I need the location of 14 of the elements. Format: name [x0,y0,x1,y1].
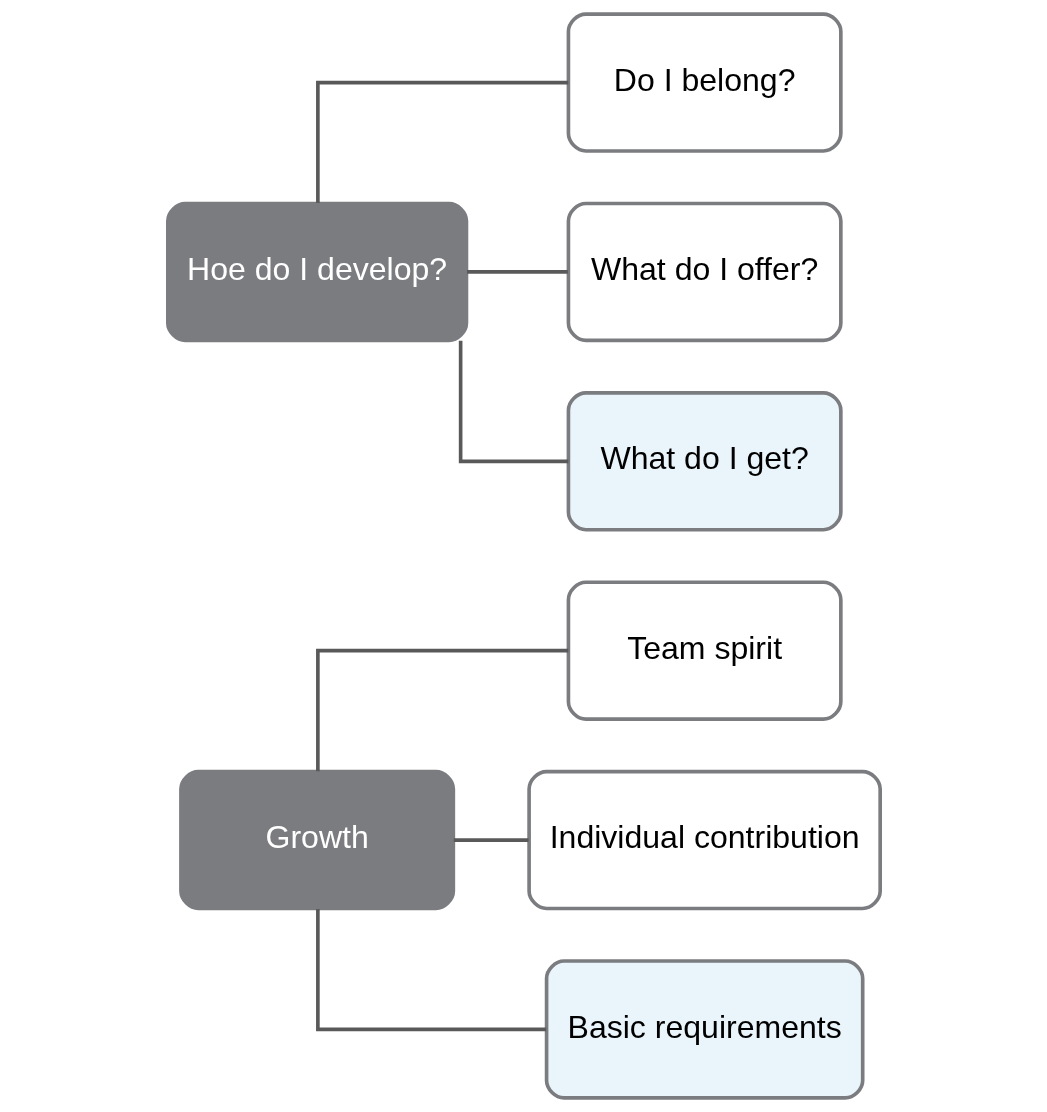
connector [453,838,529,842]
connector [315,648,568,772]
connector [315,908,546,1032]
connector [458,340,568,464]
node-box: Individual contribution [526,769,882,911]
node-box: What do I offer? [566,201,843,343]
node-box: What do I get? [566,391,843,532]
node-box: Basic requirements [544,959,864,1100]
connector [315,80,568,204]
node-box: Team spirit [566,580,843,721]
node-box: Growth [178,769,455,911]
node-box: Do I belong? [566,12,843,153]
node-box: Hoe do I develop? [165,201,468,343]
connector [466,270,568,274]
